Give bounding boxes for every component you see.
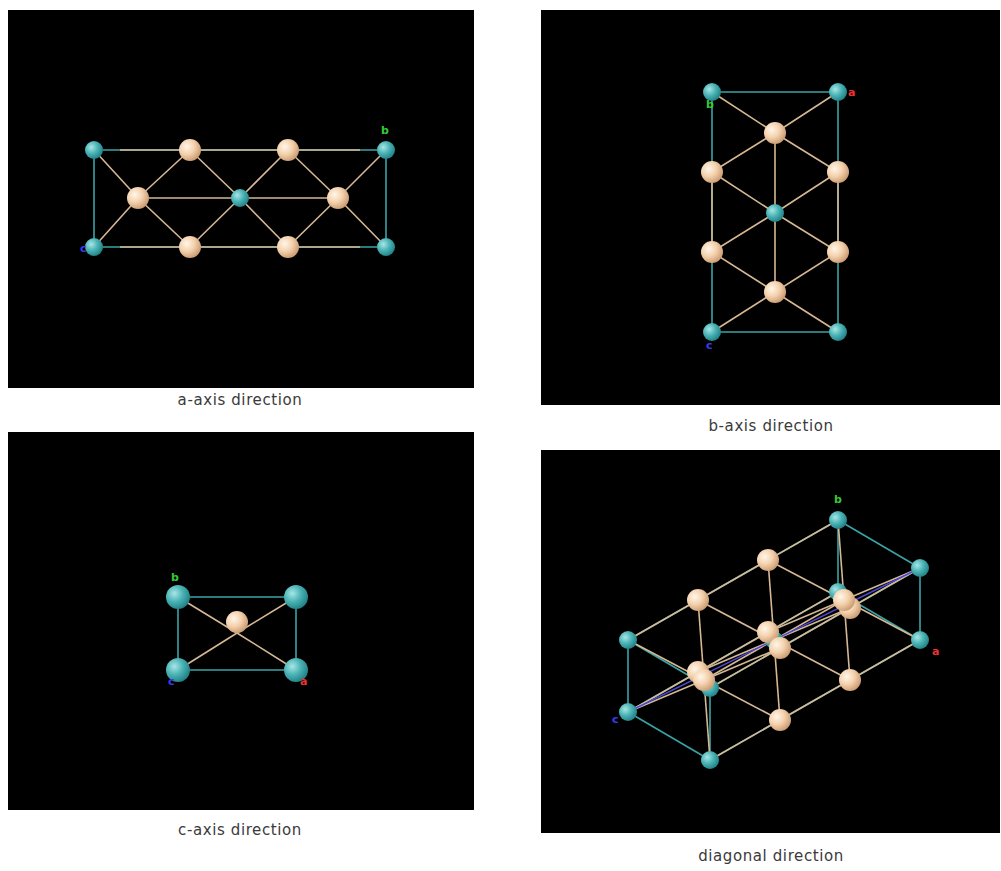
view-caption: diagonal direction [698,848,844,865]
atom-sphere [277,139,299,161]
bond-line [775,172,838,213]
atom-sphere [619,703,637,721]
bond-line [120,149,360,151]
bond-line [710,568,920,688]
bond-line [627,640,629,712]
atom-sphere [179,236,201,258]
bond-line [711,92,713,332]
atom-sphere [85,141,103,159]
atom-sphere [769,709,791,731]
atom-sphere [829,83,847,101]
bond-line [775,133,838,172]
bond-line [837,92,839,332]
atom-sphere [701,161,723,183]
atom-sphere [764,122,786,144]
atom-sphere [277,236,299,258]
bond-line [628,568,920,712]
atom-sphere [827,161,849,183]
axis-label: b [381,125,389,137]
view-panel [8,10,474,388]
atom-sphere [766,204,784,222]
bond-line [712,252,775,292]
bond-line [120,246,360,248]
atom-sphere [377,238,395,256]
axis-label: c [612,714,619,726]
bond-line [704,600,844,680]
atom-sphere [85,238,103,256]
bond-line [919,568,921,640]
axis-label: b [171,572,179,584]
view-panel [541,450,1000,833]
crystal-structure [85,83,929,769]
atom-sphere [284,585,308,609]
atom-sphere [911,631,929,649]
atom-sphere [757,549,779,571]
bond-line [712,91,838,93]
atom-sphere [619,631,637,649]
bond-line [775,252,838,292]
bond-line [712,213,775,252]
axis-label: a [848,87,855,99]
atom-sphere [701,241,723,263]
atom-sphere [829,323,847,341]
atom-sphere [687,589,709,611]
axis-label: c [80,243,87,255]
atom-sphere [377,141,395,159]
view-panel [541,10,1000,405]
atom-sphere [226,611,248,633]
view-panel [8,432,474,810]
bond-line [774,608,850,640]
bond-line [712,92,775,133]
bond-line [837,172,839,252]
view-caption: b-axis direction [708,418,833,435]
atom-sphere [829,511,847,529]
bond-line [712,331,838,333]
bond-line [712,172,775,213]
view-caption: a-axis direction [178,392,303,409]
axis-label: b [706,99,714,111]
bond-line [710,568,920,688]
bond-line [712,133,775,172]
bond-line [704,648,780,680]
bond-line [628,592,838,712]
axis-label: c [168,676,175,688]
axis-label: a [932,646,939,658]
bond-line [628,592,838,712]
atom-sphere [827,241,849,263]
bond-line [94,246,386,248]
bond-line [775,213,838,252]
bond-line [844,568,920,600]
view-caption: c-axis direction [178,822,302,839]
bond-line [628,712,710,760]
atom-sphere [764,281,786,303]
atom-sphere [327,187,349,209]
atom-sphere [703,323,721,341]
atom-sphere [693,669,715,691]
bond-line [838,520,920,568]
axis-label: a [300,676,307,688]
atom-sphere [911,559,929,577]
atom-sphere [166,585,190,609]
bond-line [775,292,838,332]
atom-sphere [701,751,719,769]
bond-line [94,149,386,151]
bond-line [178,596,296,598]
bond-line [712,292,775,332]
atom-sphere [127,187,149,209]
bond-line [711,172,713,252]
atom-sphere [179,139,201,161]
axis-label: b [834,494,842,506]
atom-sphere [839,669,861,691]
bond-line [385,150,387,247]
atom-sphere [769,637,791,659]
atom-sphere [231,189,249,207]
bond-line [775,92,838,133]
bond-line [628,680,704,712]
axis-label: c [706,340,713,352]
bond-line [178,669,296,671]
atom-sphere [833,589,855,611]
bond-line [93,150,95,247]
